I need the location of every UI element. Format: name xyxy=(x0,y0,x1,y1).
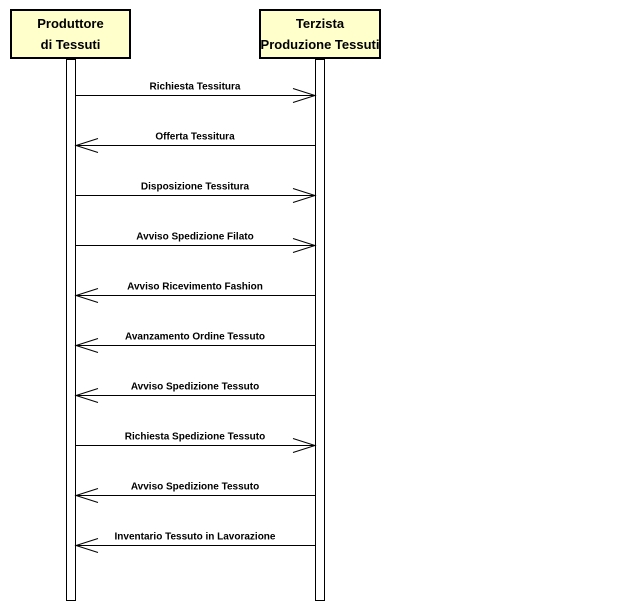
actor-right-label-line2: Produzione Tessuti xyxy=(260,37,380,52)
message-5: Avviso Ricevimento Fashion xyxy=(74,282,315,303)
lifeline-produttore xyxy=(66,59,76,601)
arrowhead-left-icon xyxy=(74,488,99,503)
actor-left-label-line1: Produttore xyxy=(37,16,104,31)
message-10: Inventario Tessuto in Lavorazione xyxy=(74,532,315,553)
message-label: Avviso Ricevimento Fashion xyxy=(127,282,263,293)
message-label: Avviso Spedizione Filato xyxy=(136,232,253,243)
arrowhead-left-icon xyxy=(74,388,99,403)
message-label: Avviso Spedizione Tessuto xyxy=(131,382,259,393)
message-3: Disposizione Tessitura xyxy=(76,182,317,203)
arrowhead-right-icon xyxy=(292,238,317,253)
message-label: Richiesta Spedizione Tessuto xyxy=(125,432,265,443)
actor-left-label-line2: di Tessuti xyxy=(40,37,101,52)
message-label: Disposizione Tessitura xyxy=(141,182,250,193)
message-8: Richiesta Spedizione Tessuto xyxy=(76,432,317,453)
message-4: Avviso Spedizione Filato xyxy=(76,232,317,253)
message-7: Avviso Spedizione Tessuto xyxy=(74,382,315,403)
message-label: Richiesta Tessitura xyxy=(150,82,241,93)
message-9: Avviso Spedizione Tessuto xyxy=(74,482,315,503)
lifeline-terzista xyxy=(315,59,325,601)
message-label: Inventario Tessuto in Lavorazione xyxy=(115,532,276,543)
message-label: Offerta Tessitura xyxy=(155,132,235,143)
message-label: Avviso Spedizione Tessuto xyxy=(131,482,259,493)
actor-terzista-produzione-tessuti: Terzista Produzione Tessuti xyxy=(259,9,381,59)
message-1: Richiesta Tessitura xyxy=(76,82,317,103)
arrowhead-left-icon xyxy=(74,138,99,153)
arrowhead-right-icon xyxy=(292,188,317,203)
message-2: Offerta Tessitura xyxy=(74,132,315,153)
arrowhead-right-icon xyxy=(292,88,317,103)
message-label: Avanzamento Ordine Tessuto xyxy=(125,332,265,343)
actor-right-label-line1: Terzista xyxy=(295,16,345,31)
message-6: Avanzamento Ordine Tessuto xyxy=(74,332,315,353)
actor-produttore-di-tessuti: Produttore di Tessuti xyxy=(10,9,131,59)
arrowhead-left-icon xyxy=(74,338,99,353)
arrowhead-left-icon xyxy=(74,288,99,303)
arrowhead-right-icon xyxy=(292,438,317,453)
arrowhead-left-icon xyxy=(74,538,99,553)
